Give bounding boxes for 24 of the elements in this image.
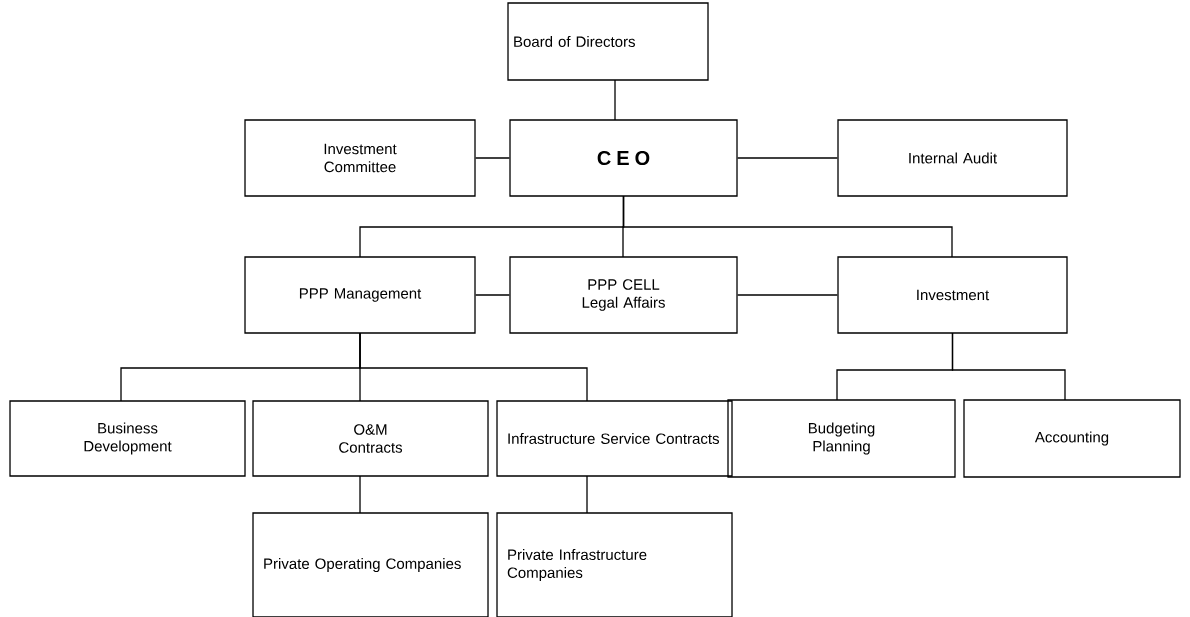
connector-line <box>586 475 588 514</box>
org-box: Private Operating Companies <box>252 512 489 617</box>
org-box: Budgeting Planning <box>727 399 956 478</box>
org-box: Private Infrastructure Companies <box>496 512 733 617</box>
org-box: O&M Contracts <box>252 400 489 477</box>
connector-line <box>622 195 953 258</box>
connector-line <box>475 294 510 296</box>
org-box: PPP Management <box>244 256 476 334</box>
connector-line <box>951 332 1066 401</box>
org-box: Accounting <box>963 399 1181 478</box>
org-box: Business Development <box>9 400 246 477</box>
connector-line <box>475 157 510 159</box>
connector-line <box>359 475 361 514</box>
connector-line <box>737 294 838 296</box>
org-box: Investment <box>837 256 1068 334</box>
org-box: PPP CELL Legal Affairs <box>509 256 738 334</box>
connector-line <box>737 157 838 159</box>
connector-line <box>614 79 616 121</box>
org-box: Investment Committee <box>244 119 476 197</box>
org-box: C E O <box>509 119 738 197</box>
org-box: Board of Directors <box>507 2 709 81</box>
connector-line <box>359 332 588 402</box>
org-box: Infrastructure Service Contracts <box>496 400 733 477</box>
org-box: Internal Audit <box>837 119 1068 197</box>
